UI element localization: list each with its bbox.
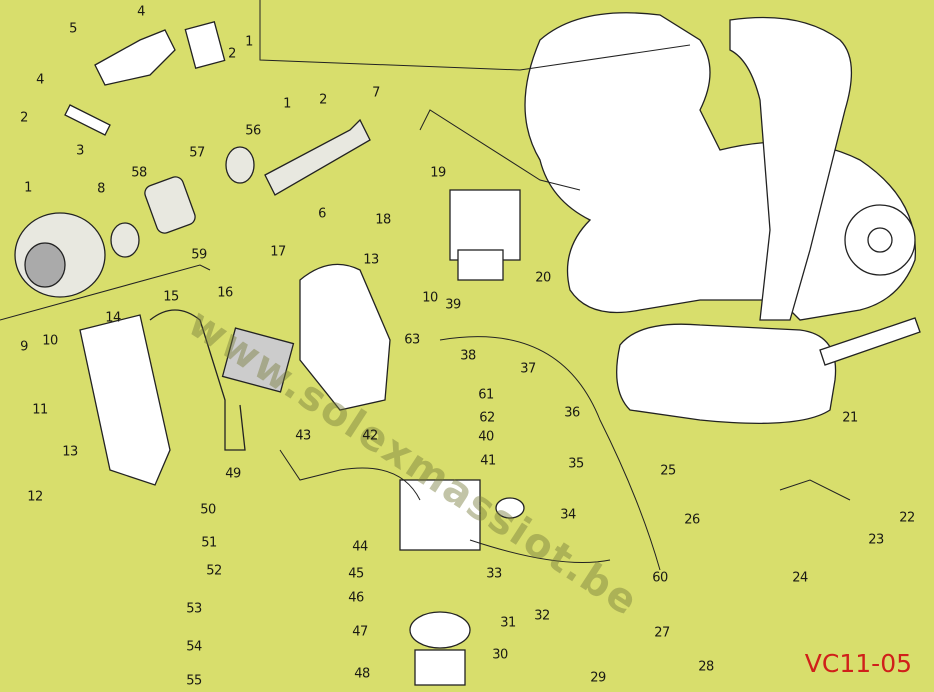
part-number-label: 42 bbox=[362, 428, 378, 444]
part-number-label: 2 bbox=[228, 46, 236, 62]
part-number-label: 1 bbox=[24, 180, 32, 196]
part-number-label: 56 bbox=[245, 123, 261, 139]
part-number-label: 19 bbox=[430, 165, 446, 181]
part-number-label: 44 bbox=[352, 539, 368, 555]
part-number-label: 16 bbox=[217, 285, 233, 301]
part-number-label: 10 bbox=[42, 333, 58, 349]
part-number-label: 25 bbox=[660, 463, 676, 479]
part-number-label: 38 bbox=[460, 348, 476, 364]
exhaust-pipe bbox=[616, 16, 921, 424]
part-number-label: 1 bbox=[283, 96, 291, 112]
part-number-label: 24 bbox=[792, 570, 808, 586]
filter-cover-and-belt bbox=[79, 263, 391, 486]
part-number-label: 6 bbox=[318, 206, 326, 222]
part-number-label: 2 bbox=[319, 92, 327, 108]
part-number-label: 13 bbox=[363, 252, 379, 268]
leader-lines bbox=[0, 0, 851, 571]
part-number-label: 36 bbox=[564, 405, 580, 421]
part-number-label: 26 bbox=[684, 512, 700, 528]
part-number-label: 18 bbox=[375, 212, 391, 228]
part-number-label: 61 bbox=[478, 387, 494, 403]
part-number-label: 21 bbox=[842, 410, 858, 426]
part-number-label: 20 bbox=[535, 270, 551, 286]
part-number-label: 62 bbox=[479, 410, 495, 426]
part-number-label: 35 bbox=[568, 456, 584, 472]
part-number-label: 4 bbox=[137, 4, 145, 20]
part-number-label: 47 bbox=[352, 624, 368, 640]
part-number-label: 34 bbox=[560, 507, 576, 523]
part-number-label: 8 bbox=[97, 181, 105, 197]
part-number-label: 49 bbox=[225, 466, 241, 482]
engine-block bbox=[524, 12, 917, 321]
part-number-label: 51 bbox=[201, 535, 217, 551]
part-number-label: 45 bbox=[348, 566, 364, 582]
diagram-code: VC11-05 bbox=[804, 649, 912, 678]
part-number-label: 12 bbox=[27, 489, 43, 505]
part-number-label: 59 bbox=[191, 247, 207, 263]
part-number-label: 4 bbox=[36, 72, 44, 88]
part-number-label: 1 bbox=[245, 34, 253, 50]
part-number-label: 60 bbox=[652, 570, 668, 586]
part-number-label: 17 bbox=[270, 244, 286, 260]
part-number-label: 41 bbox=[480, 453, 496, 469]
part-number-label: 43 bbox=[295, 428, 311, 444]
part-number-label: 29 bbox=[590, 670, 606, 686]
part-number-label: 37 bbox=[520, 361, 536, 377]
part-number-label: 10 bbox=[422, 290, 438, 306]
part-number-label: 9 bbox=[20, 339, 28, 355]
intake-manifold bbox=[64, 21, 226, 136]
part-number-label: 40 bbox=[478, 429, 494, 445]
part-number-label: 46 bbox=[348, 590, 364, 606]
part-number-label: 15 bbox=[163, 289, 179, 305]
part-number-label: 7 bbox=[372, 85, 380, 101]
part-number-label: 13 bbox=[62, 444, 78, 460]
air-filter-housing bbox=[14, 118, 371, 298]
part-number-label: 33 bbox=[486, 566, 502, 582]
part-number-label: 23 bbox=[868, 532, 884, 548]
part-number-label: 30 bbox=[492, 647, 508, 663]
part-number-label: 28 bbox=[698, 659, 714, 675]
part-number-label: 54 bbox=[186, 639, 202, 655]
part-number-label: 52 bbox=[206, 563, 222, 579]
part-number-label: 57 bbox=[189, 145, 205, 161]
part-number-label: 53 bbox=[186, 601, 202, 617]
carburettor-lower bbox=[399, 479, 525, 686]
part-number-label: 63 bbox=[404, 332, 420, 348]
part-number-label: 39 bbox=[445, 297, 461, 313]
part-number-label: 14 bbox=[105, 310, 121, 326]
part-number-label: 5 bbox=[69, 21, 77, 37]
part-number-label: 22 bbox=[899, 510, 915, 526]
part-number-label: 27 bbox=[654, 625, 670, 641]
part-number-label: 31 bbox=[500, 615, 516, 631]
part-number-label: 3 bbox=[76, 143, 84, 159]
part-number-label: 48 bbox=[354, 666, 370, 682]
part-number-label: 58 bbox=[131, 165, 147, 181]
part-number-label: 2 bbox=[20, 110, 28, 126]
carburettor-upper bbox=[449, 189, 521, 281]
part-number-label: 55 bbox=[186, 673, 202, 689]
part-number-label: 11 bbox=[32, 402, 48, 418]
part-number-label: 32 bbox=[534, 608, 550, 624]
part-number-label: 50 bbox=[200, 502, 216, 518]
